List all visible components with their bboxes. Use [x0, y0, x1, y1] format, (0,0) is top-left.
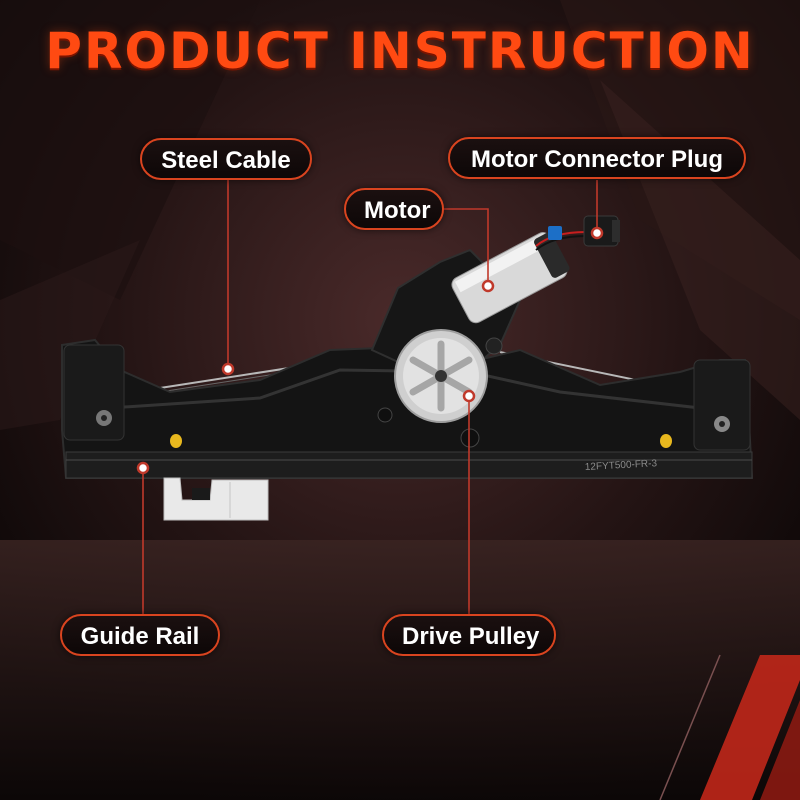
motor: [451, 232, 570, 324]
slider-clip: [163, 477, 269, 521]
callout-dot-motor-plug: [590, 226, 604, 240]
label-steel-cable: Steel Cable: [140, 138, 312, 180]
callout-dot-steel-cable: [221, 362, 235, 376]
callout-dot-motor: [481, 279, 495, 293]
page-title: PRODUCT INSTRUCTION: [45, 22, 755, 80]
label-motor-connector-plug: Motor Connector Plug: [448, 137, 746, 179]
label-guide-rail: Guide Rail: [60, 614, 220, 656]
part-marking: 12FYT500-FR-3: [585, 458, 658, 473]
callout-line-motor: [444, 208, 489, 285]
drive-pulley: [394, 329, 488, 423]
callout-dot-guide-rail: [136, 461, 150, 475]
callout-dot-drive-pulley: [462, 389, 476, 403]
label-drive-pulley: Drive Pulley: [382, 614, 556, 656]
label-motor: Motor: [344, 188, 444, 230]
